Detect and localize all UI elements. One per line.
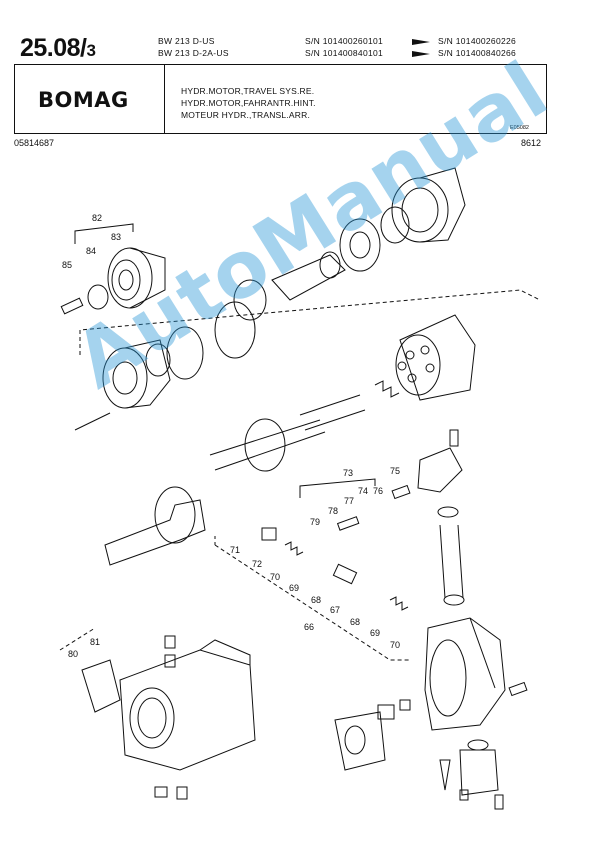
callout-71: 71 <box>230 545 240 555</box>
callout-68: 68 <box>350 617 360 627</box>
callout-84: 84 <box>86 246 96 256</box>
title-block <box>14 64 547 134</box>
title-german: HYDR.MOTOR,FAHRANTR.HINT. <box>181 98 316 108</box>
page-number: 25.08/3 <box>20 34 96 62</box>
callout-68: 68 <box>311 595 321 605</box>
part-number: 05814687 <box>14 138 55 148</box>
callout-66: 66 <box>304 622 314 632</box>
bearing-housing <box>339 167 466 272</box>
screw-part <box>74 412 111 431</box>
snap-ring <box>233 279 267 321</box>
callout-79: 79 <box>310 517 320 527</box>
callout-70: 70 <box>390 640 400 650</box>
callout-73: 73 <box>343 468 353 478</box>
bolt-part <box>60 297 84 315</box>
brand-logo: BOMAG <box>38 88 129 112</box>
callout-80: 80 <box>68 649 78 659</box>
callout-74: 74 <box>358 486 368 496</box>
callout-70: 70 <box>270 572 280 582</box>
arrow-icon <box>412 51 430 57</box>
callout-72: 72 <box>252 559 262 569</box>
o-rings <box>145 301 256 380</box>
motor-housing <box>119 639 256 771</box>
spring-part <box>374 380 400 398</box>
date-code: 8612 <box>521 138 542 148</box>
piston-assembly <box>209 394 366 472</box>
serial-to: S/N 101400840266 <box>438 48 517 58</box>
arrow-icon <box>412 39 430 45</box>
title-english: HYDR.MOTOR,TRAVEL SYS.RE. <box>181 86 315 96</box>
connecting-pipe <box>437 506 465 606</box>
callout-69: 69 <box>370 628 380 638</box>
plug-parts <box>154 635 188 800</box>
washer-part <box>87 284 109 310</box>
callout-69: 69 <box>289 583 299 593</box>
callout-81: 81 <box>90 637 100 647</box>
shaft-sleeve <box>271 251 346 301</box>
serial-to: S/N 101400260226 <box>438 36 517 46</box>
valve-body <box>417 429 463 493</box>
output-shaft <box>104 486 206 566</box>
cylinder-block <box>395 314 476 401</box>
callout-76: 76 <box>373 486 383 496</box>
serial-from: S/N 101400260101 <box>305 36 384 46</box>
control-housing <box>424 617 506 731</box>
callout-67: 67 <box>330 605 340 615</box>
flange-part <box>107 247 166 309</box>
title-french: MOTEUR HYDR.,TRANSL.ARR. <box>181 110 311 120</box>
cover-plate <box>81 659 121 713</box>
callout-83: 83 <box>111 232 121 242</box>
end-cap <box>334 711 386 771</box>
callout-82: 82 <box>92 213 102 223</box>
end-cover <box>102 339 171 409</box>
callout-75: 75 <box>390 466 400 476</box>
serial-from: S/N 101400840101 <box>305 48 384 58</box>
callout-77: 77 <box>344 496 354 506</box>
model-name: BW 213 D-US <box>158 36 215 46</box>
valve-spool <box>261 527 409 611</box>
bracket-73 <box>299 478 376 498</box>
small-parts <box>377 681 528 810</box>
exploded-view-drawing: 82 83 84 85 73 74 75 76 77 78 79 71 72 7… <box>59 167 541 810</box>
bracket-82 <box>74 223 134 244</box>
model-name: BW 213 D-2A-US <box>158 48 229 58</box>
callout-85: 85 <box>62 260 72 270</box>
callout-78: 78 <box>328 506 338 516</box>
logo-cell <box>14 64 165 134</box>
drawing-code: E05082 <box>510 125 529 131</box>
valve-parts <box>336 484 411 531</box>
